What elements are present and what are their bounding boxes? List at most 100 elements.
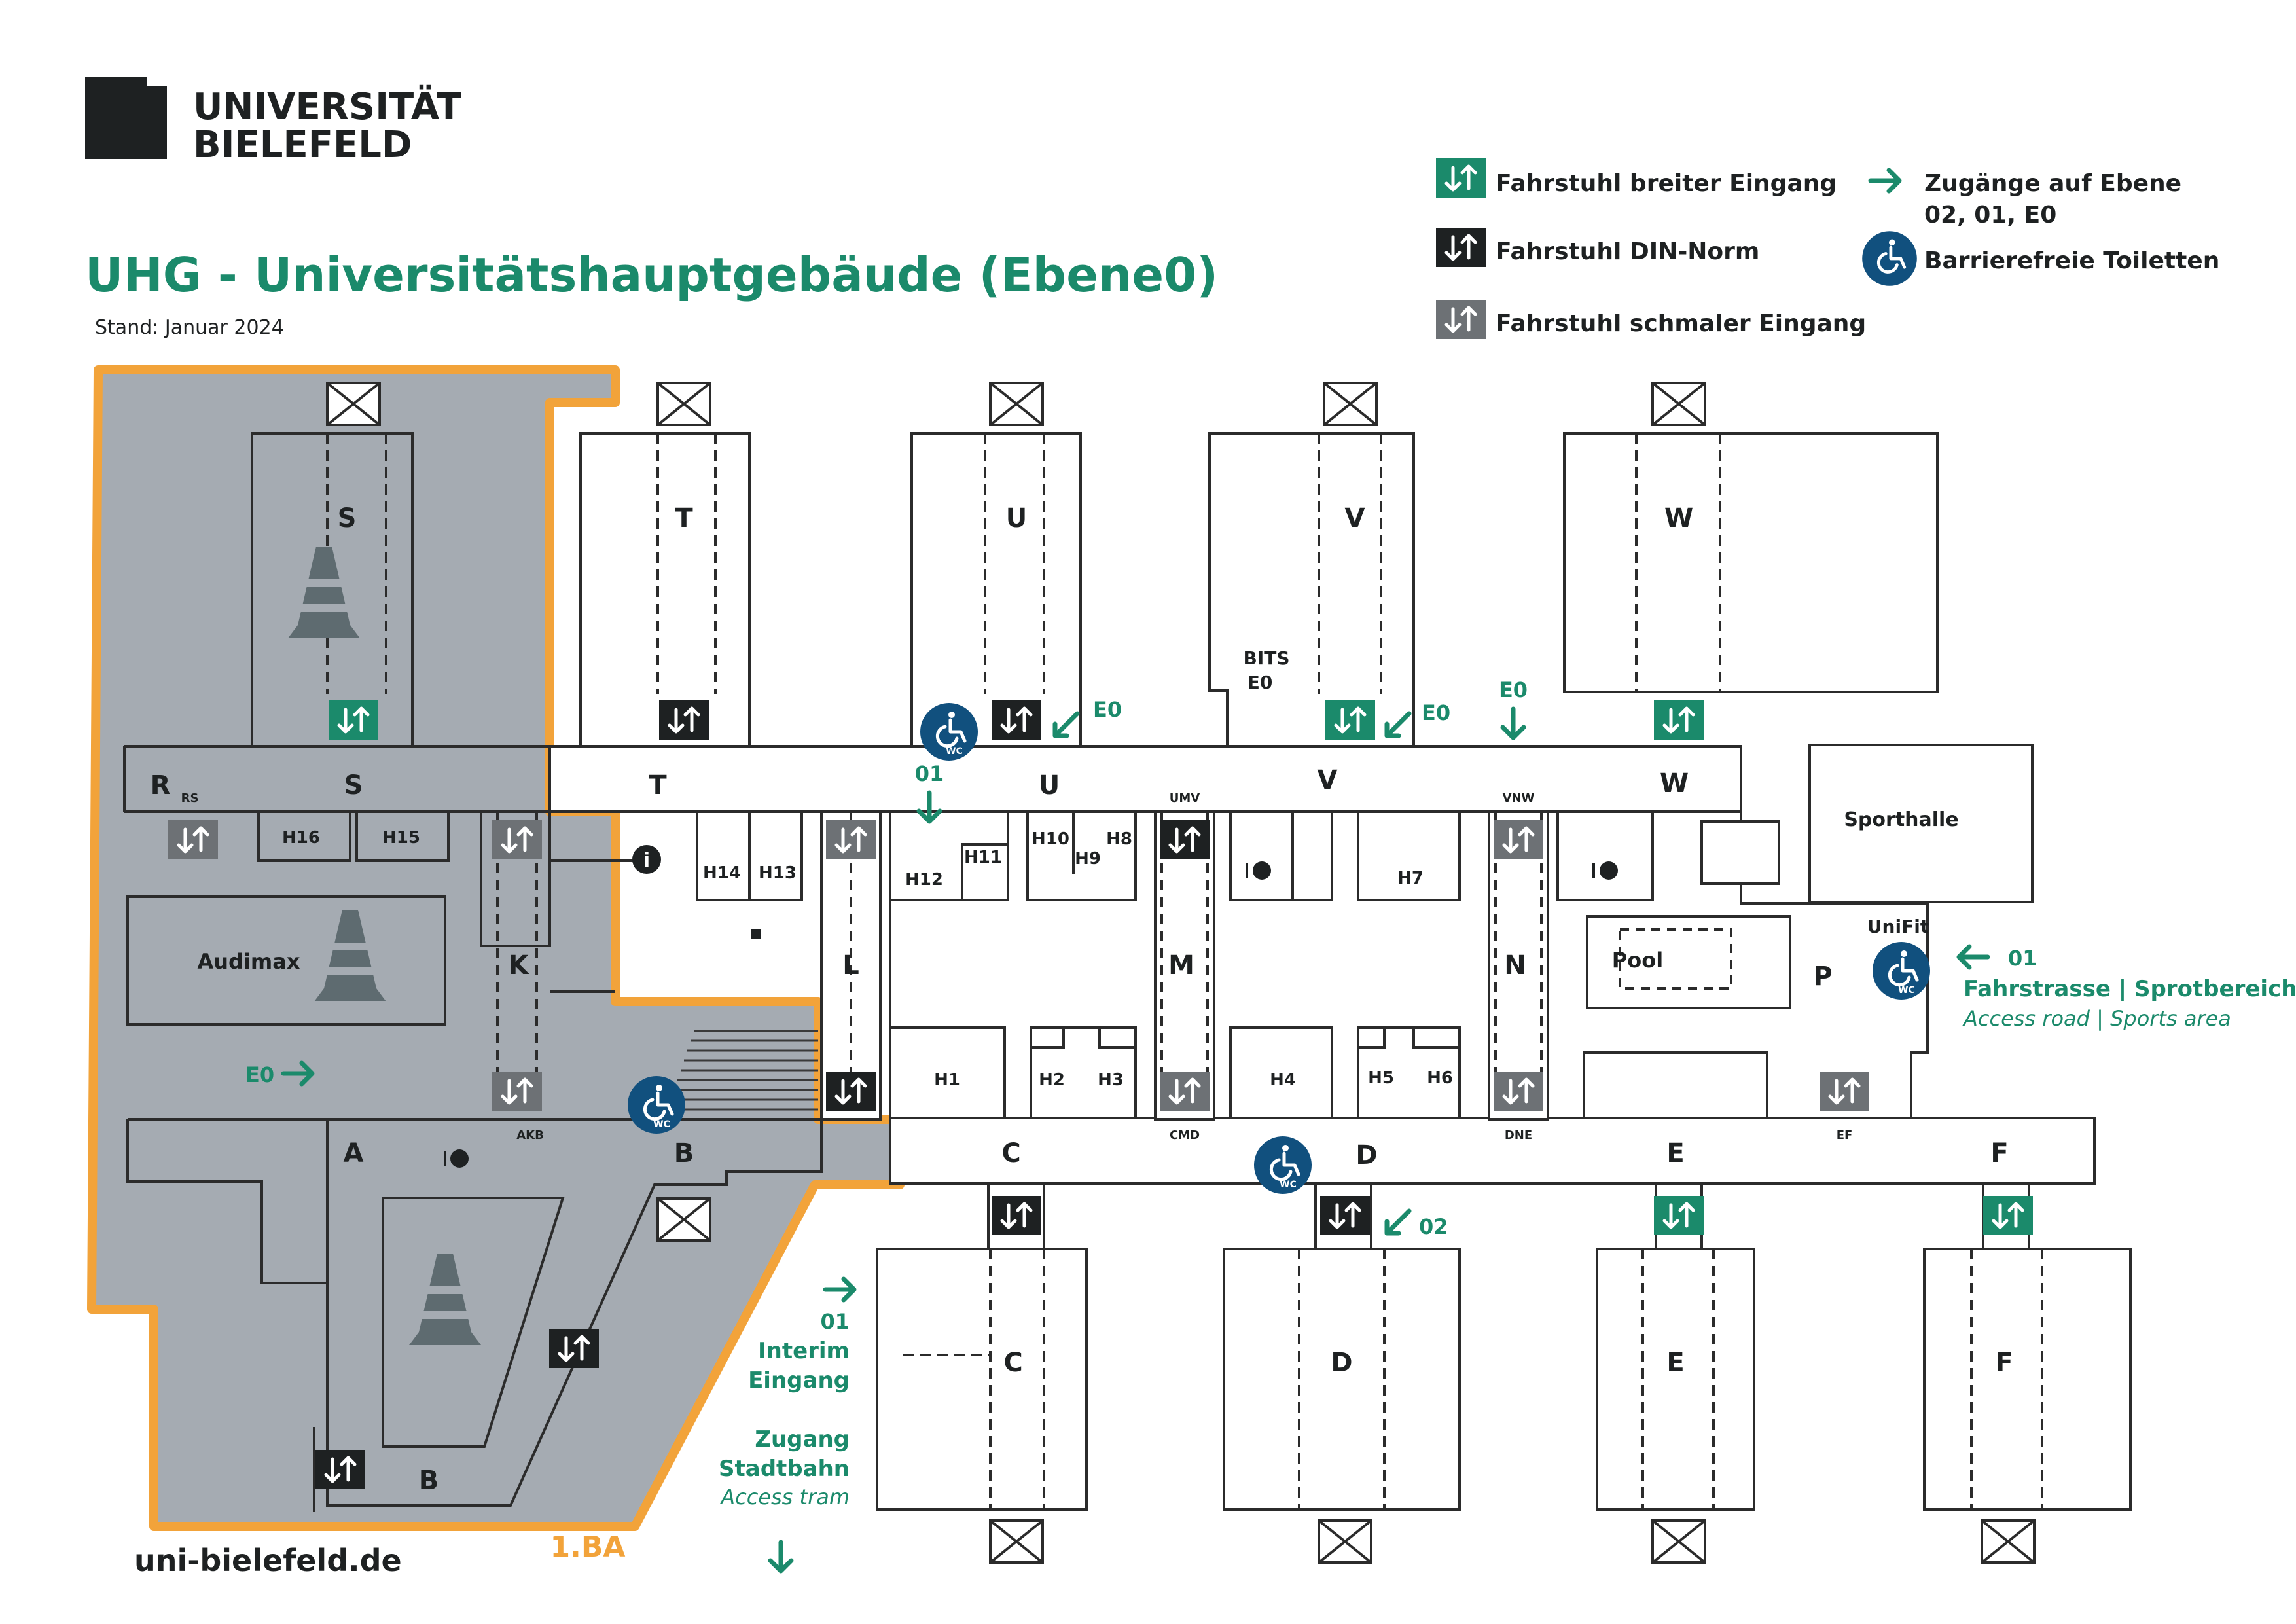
hall-h12: H12 <box>905 870 943 890</box>
elevator-narrow-icon <box>1820 1072 1869 1111</box>
legend-wc-icon <box>1862 231 1917 286</box>
tram-line-en: Access tram <box>719 1485 850 1509</box>
hall-h13: H13 <box>759 863 797 883</box>
legend-elevator-wide-icon <box>1436 158 1486 198</box>
date-label: Stand: Januar 2024 <box>95 316 284 339</box>
corridor-label-dne: DNE <box>1505 1128 1532 1142</box>
legend-access-arrow-icon <box>1871 170 1899 191</box>
hall-h14: H14 <box>703 863 741 883</box>
sporthalle-label: Sporthalle <box>1844 808 1958 831</box>
wing-label-c: C <box>1003 1348 1022 1378</box>
legend-elevator-din: Fahrstuhl DIN-Norm <box>1496 238 1759 265</box>
legend-access-line-1: Zugänge auf Ebene <box>1924 170 2181 197</box>
elevator-din-icon <box>992 700 1041 740</box>
corridor-label-t: T <box>649 770 667 801</box>
elevator-din-icon <box>315 1450 365 1489</box>
hall-h8: H8 <box>1106 829 1132 849</box>
elevator-wide-icon <box>1654 1196 1704 1235</box>
legend-elevator-narrow: Fahrstuhl schmaler Eingang <box>1496 310 1866 337</box>
hall-h16: H16 <box>282 828 320 848</box>
corridor-label-s: S <box>344 770 363 801</box>
phase-label: 1.BA <box>550 1530 626 1564</box>
elevator-wide-icon <box>1325 700 1375 740</box>
wing-label-v: V <box>1345 503 1365 533</box>
elevator-wide-icon <box>329 700 378 740</box>
logo-line-1: UNIVERSITÄT <box>193 86 461 128</box>
elevator-narrow-icon <box>1494 820 1543 859</box>
restaurant-icon <box>1246 861 1271 880</box>
interim-line-2: Eingang <box>748 1367 850 1394</box>
hall-h5: H5 <box>1368 1068 1394 1088</box>
tram-line-1: Zugang <box>755 1426 850 1453</box>
university-logo: UNIVERSITÄT BIELEFELD <box>85 77 461 166</box>
wing-label-f: F <box>1995 1348 2013 1378</box>
elevator-narrow-icon <box>168 820 218 859</box>
corridor-label-r: R <box>151 770 171 801</box>
legend-elevator-narrow-icon <box>1436 300 1486 339</box>
info-icon: i <box>632 845 661 874</box>
area-label-b: B <box>419 1466 439 1496</box>
hall-h7: H7 <box>1397 869 1424 888</box>
access-e0-u: E0 <box>1093 697 1122 722</box>
area-label-m: M <box>1168 950 1194 981</box>
elevator-narrow-icon <box>826 820 876 859</box>
hall-h10: H10 <box>1031 829 1069 849</box>
restaurant-icon <box>444 1149 469 1168</box>
corridor-label-rs: RS <box>181 791 199 805</box>
access-01-u: 01 <box>915 761 944 786</box>
corridor-label-d: D <box>1355 1140 1377 1170</box>
building-outlines <box>123 432 2132 1512</box>
access-arrow-icon <box>770 1542 791 1571</box>
pool-label: Pool <box>1612 948 1663 973</box>
access-e0-k: E0 <box>245 1062 274 1087</box>
wing-label-u: U <box>1006 503 1027 533</box>
hall-h3: H3 <box>1098 1070 1124 1090</box>
hall-h6: H6 <box>1427 1068 1453 1088</box>
page-title: UHG - Universitätshauptgebäude (Ebene0) <box>85 247 1218 302</box>
cafe-icon <box>751 929 761 939</box>
wc-label: WC <box>946 746 963 757</box>
legend-elevator-wide: Fahrstuhl breiter Eingang <box>1496 170 1837 197</box>
audimax-label: Audimax <box>198 949 300 974</box>
elevator-wide-icon <box>1983 1196 2033 1235</box>
svg-text:i: i <box>643 849 650 872</box>
access-e0-vn: E0 <box>1499 677 1528 702</box>
legend-toilets: Barrierefreie Toiletten <box>1924 247 2219 274</box>
elevator-din-icon <box>1160 820 1210 859</box>
corridor-label-umv: UMV <box>1170 791 1200 805</box>
area-label-p: P <box>1813 962 1832 992</box>
elevator-narrow-icon <box>492 1072 542 1111</box>
area-label-l: L <box>842 950 859 981</box>
bits-label-1: BITS <box>1243 647 1289 669</box>
access-01-p: 01 <box>2008 946 2037 971</box>
access-road-en: Access road | Sports area <box>1962 1006 2231 1031</box>
footer-url: uni-bielefeld.de <box>134 1543 402 1578</box>
access-arrow-icon <box>1387 1211 1409 1233</box>
elevator-narrow-icon <box>1494 1072 1543 1111</box>
access-arrow-icon <box>825 1279 854 1300</box>
legend: Fahrstuhl breiter Eingang Fahrstuhl DIN-… <box>1436 158 2219 339</box>
access-02-d: 02 <box>1419 1214 1448 1239</box>
elevator-din-icon <box>826 1072 876 1111</box>
corridor-label-w: W <box>1660 768 1689 799</box>
corridor-label-a: A <box>344 1138 364 1168</box>
unifit-label: UniFit <box>1867 916 1929 937</box>
tram-line-2: Stadtbahn <box>719 1456 850 1482</box>
wing-label-t: T <box>675 503 693 533</box>
elevator-din-icon <box>1320 1196 1370 1235</box>
wing-label-w: W <box>1664 503 1693 533</box>
access-arrow-icon <box>1503 709 1524 738</box>
corridor-label-c: C <box>1001 1138 1020 1168</box>
hall-h11: H11 <box>964 848 1002 867</box>
access-e0-v: E0 <box>1422 700 1450 725</box>
access-road-de: Fahrstrasse | Sprotbereich <box>1964 976 2296 1002</box>
legend-access-line-2: 02, 01, E0 <box>1924 202 2056 228</box>
corridor-label-e: E <box>1666 1138 1684 1168</box>
elevator-wide-icon <box>1654 700 1704 740</box>
interim-line-1: Interim <box>758 1338 850 1364</box>
wing-label-d: D <box>1331 1348 1352 1378</box>
corridor-label-akb: AKB <box>516 1128 544 1142</box>
hall-h4: H4 <box>1270 1070 1296 1090</box>
corridor-label-ef: EF <box>1837 1128 1853 1142</box>
area-label-k: K <box>509 950 530 981</box>
